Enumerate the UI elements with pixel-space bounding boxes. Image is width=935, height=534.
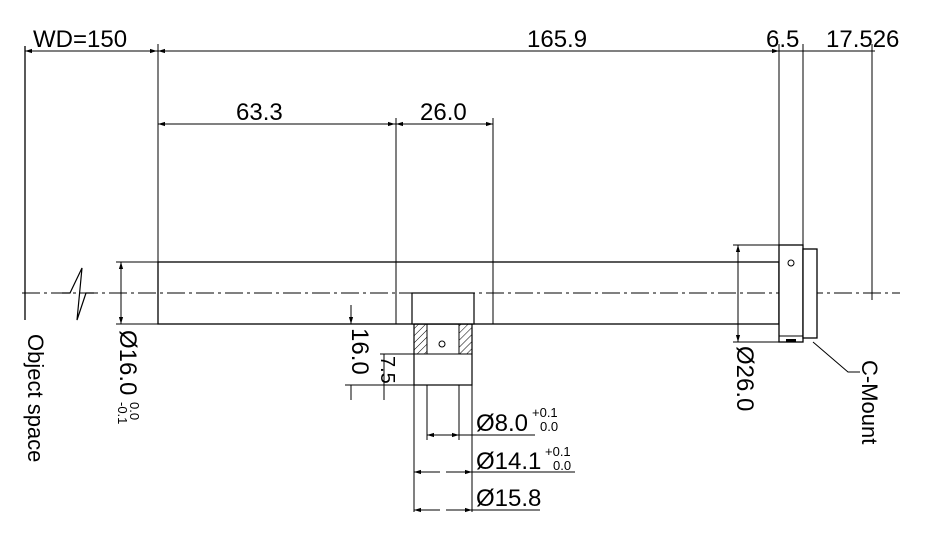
rear-collar-mark	[786, 339, 796, 342]
port-width-label: 26.0	[420, 99, 467, 126]
wd-label: WD=150	[33, 26, 127, 53]
main-tol-lower: -0.1	[115, 402, 130, 424]
thread-dia-tol-lower: 0.0	[553, 458, 571, 473]
illumination-port	[411, 292, 475, 325]
break-symbol	[62, 267, 94, 321]
cmount-gap-label: 6.5	[766, 26, 799, 53]
front-section-label: 63.3	[236, 99, 283, 126]
flange-back-label: 17.526	[826, 26, 899, 53]
inner-bore-label: Ø8.0	[476, 410, 528, 437]
main-tol-upper: 0.0	[127, 402, 142, 420]
total-length-label: 165.9	[527, 26, 587, 53]
rear-diameter-label: Ø26.0	[731, 346, 758, 411]
port-screw-hole	[438, 340, 446, 348]
c-mount-flange	[802, 248, 818, 339]
port-offset-label: 7.5	[376, 356, 398, 384]
thread-dia-tol-upper: +0.1	[545, 444, 571, 459]
port-outer-label: Ø15.8	[476, 485, 541, 512]
rear-screw-hole	[787, 259, 795, 267]
inner-bore-tol-upper: +0.1	[532, 405, 558, 420]
rear-collar	[778, 244, 804, 343]
c-mount-label: C-Mount	[857, 360, 882, 444]
thread-dia-label: Ø14.1	[476, 448, 541, 475]
c-mount-leader	[812, 341, 860, 373]
main-diameter-label: Ø16.0	[114, 330, 141, 395]
inner-bore-tol-lower: 0.0	[540, 419, 558, 434]
object-space-label: Object space	[23, 334, 48, 462]
port-hatch-right	[458, 323, 473, 355]
port-height-label: 16.0	[346, 328, 373, 375]
port-hatch-left	[413, 323, 428, 355]
